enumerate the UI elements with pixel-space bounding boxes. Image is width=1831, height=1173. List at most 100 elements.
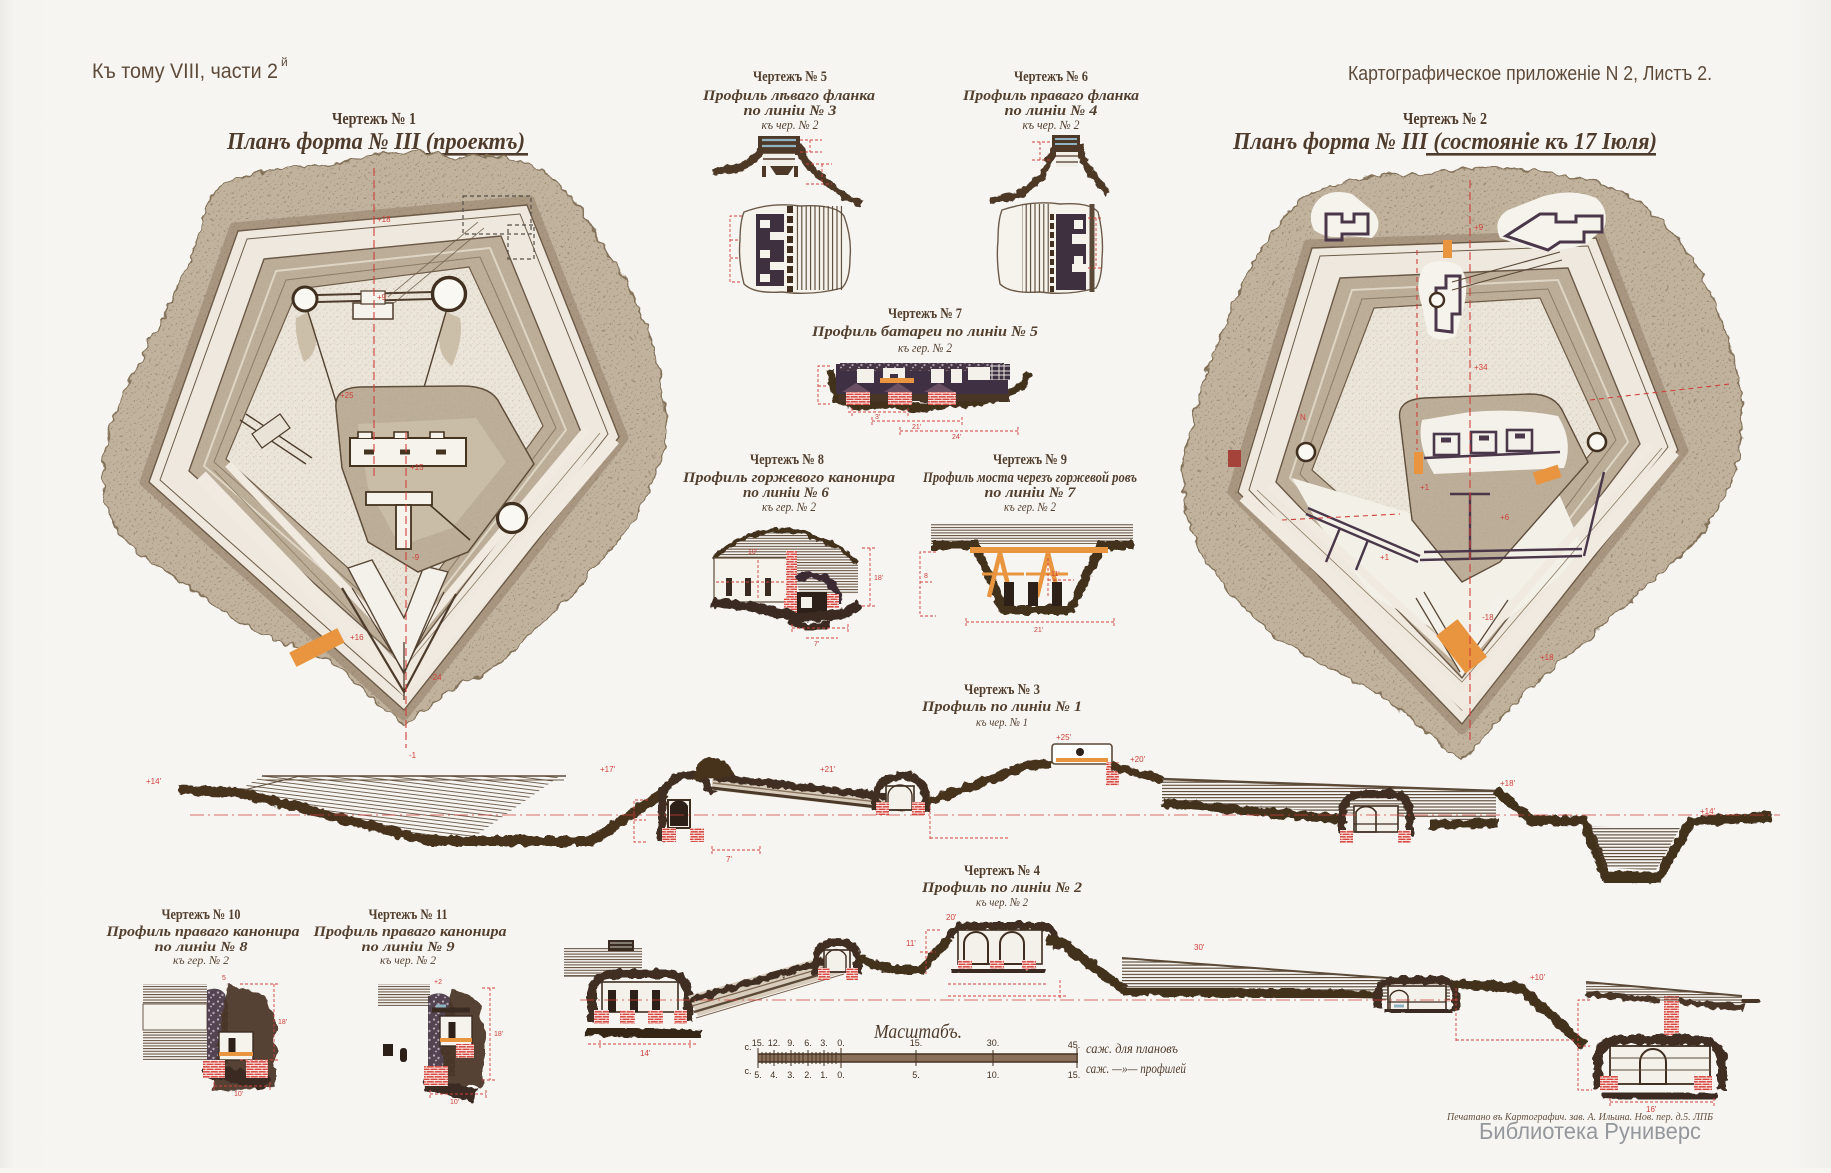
- svg-text:3.: 3.: [820, 1038, 828, 1048]
- svg-text:Профиль праваго канонира: Профиль праваго канонира: [312, 924, 506, 940]
- svg-text:Чертежъ № 8: Чертежъ № 8: [750, 452, 824, 468]
- svg-text:N: N: [1300, 413, 1306, 422]
- svg-text:Профиль по линіи № 1: Профиль по линіи № 1: [921, 699, 1082, 715]
- svg-text:+10': +10': [1530, 973, 1546, 982]
- svg-text:+2: +2: [434, 979, 442, 986]
- svg-text:18': 18': [494, 1031, 503, 1038]
- svg-text:къ чер. № 2: къ чер. № 2: [1023, 118, 1080, 132]
- svg-text:2.: 2.: [804, 1070, 812, 1080]
- svg-text:3': 3': [875, 414, 880, 421]
- svg-text:по линіи № 6: по линіи № 6: [743, 485, 830, 501]
- svg-text:5: 5: [222, 975, 226, 982]
- svg-text:Планъ форта № III (состояніе к: Планъ форта № III (состояніе къ 17 Іюля): [1232, 129, 1657, 155]
- svg-text:+9: +9: [1474, 223, 1484, 232]
- svg-text:саж. для плановъ: саж. для плановъ: [1086, 1042, 1178, 1057]
- svg-text:+14': +14': [1700, 807, 1716, 816]
- svg-text:16': 16': [1646, 1105, 1657, 1114]
- svg-text:Печатано въ Картографич. зав.: Печатано въ Картографич. зав. А. Ильина.…: [1446, 1112, 1713, 1123]
- svg-text:Профиль лѣваго фланка: Профиль лѣваго фланка: [702, 88, 876, 104]
- svg-text:къ чер. № 2: къ чер. № 2: [762, 118, 819, 132]
- svg-text:къ гер. № 2: къ гер. № 2: [173, 953, 229, 967]
- svg-text:+1: +1: [1380, 553, 1390, 562]
- svg-text:Чертежъ № 7: Чертежъ № 7: [888, 306, 962, 322]
- svg-text:15.: 15.: [910, 1038, 923, 1048]
- svg-text:Планъ форта № III (проектъ): Планъ форта № III (проектъ): [226, 129, 525, 155]
- svg-text:18': 18': [278, 1019, 287, 1026]
- svg-text:10': 10': [450, 1099, 459, 1106]
- svg-text:+25: +25: [340, 391, 354, 400]
- svg-text:Чертежъ № 11: Чертежъ № 11: [369, 907, 448, 923]
- svg-text:+21': +21': [820, 765, 836, 774]
- svg-text:по линіи № 4: по линіи № 4: [1005, 103, 1098, 119]
- svg-text:къ гер. № 2: къ гер. № 2: [762, 500, 816, 514]
- svg-text:30.: 30.: [987, 1038, 1000, 1048]
- svg-text:12.: 12.: [768, 1038, 781, 1048]
- svg-text:Чертежъ № 9: Чертежъ № 9: [993, 452, 1067, 468]
- svg-text:4.: 4.: [770, 1070, 778, 1080]
- svg-text:-24: -24: [430, 673, 442, 682]
- svg-text:5.: 5.: [754, 1070, 762, 1080]
- svg-text:къ чер. № 1: къ чер. № 1: [976, 715, 1028, 729]
- svg-text:Профиль праваго фланка: Профиль праваго фланка: [962, 88, 1140, 104]
- svg-text:Профиль батареи по линіи № 5: Профиль батареи по линіи № 5: [811, 324, 1039, 340]
- svg-text:по линіи № 3: по линіи № 3: [744, 103, 837, 119]
- svg-text:-9: -9: [412, 553, 420, 562]
- svg-text:Чертежъ № 1: Чертежъ № 1: [332, 109, 416, 128]
- svg-text:21': 21': [912, 424, 921, 431]
- svg-text:по линіи № 8: по линіи № 8: [155, 940, 248, 955]
- svg-text:+14': +14': [146, 777, 162, 786]
- svg-text:+17': +17': [600, 765, 616, 774]
- svg-text:10': 10': [748, 549, 757, 556]
- svg-text:+20': +20': [1130, 755, 1146, 764]
- svg-text:къ чер. № 2: къ чер. № 2: [976, 895, 1028, 909]
- svg-text:10': 10': [234, 1091, 243, 1098]
- svg-text:Масштабъ.: Масштабъ.: [873, 1021, 962, 1043]
- svg-text:14': 14': [640, 1049, 651, 1058]
- svg-text:11': 11': [1051, 571, 1060, 578]
- svg-text:Къ тому VIII, части 2: Къ тому VIII, части 2: [92, 60, 278, 83]
- svg-text:Чертежъ № 4: Чертежъ № 4: [964, 863, 1040, 879]
- svg-text:18': 18': [874, 575, 883, 582]
- svg-text:+9: +9: [377, 293, 387, 302]
- svg-text:21': 21': [1034, 627, 1043, 634]
- svg-text:24': 24': [952, 434, 961, 441]
- svg-text:по линіи № 9: по линіи № 9: [362, 940, 455, 955]
- svg-text:саж. —»— профилей: саж. —»— профилей: [1086, 1062, 1186, 1077]
- svg-text:11': 11': [906, 939, 916, 948]
- svg-text:6.: 6.: [804, 1038, 812, 1048]
- svg-text:10.: 10.: [987, 1070, 1000, 1080]
- svg-text:+15: +15: [410, 463, 424, 472]
- svg-text:по линіи № 7: по линіи № 7: [985, 485, 1077, 501]
- svg-text:20': 20': [946, 913, 957, 922]
- svg-text:15.: 15.: [1068, 1070, 1081, 1080]
- svg-text:с.: с.: [744, 1042, 751, 1052]
- svg-text:Чертежъ № 6: Чертежъ № 6: [1014, 69, 1088, 85]
- svg-text:15.: 15.: [752, 1038, 765, 1048]
- svg-text:30': 30': [1194, 943, 1205, 952]
- svg-text:Чертежъ № 2: Чертежъ № 2: [1403, 109, 1487, 128]
- svg-text:къ чер. № 2: къ чер. № 2: [380, 953, 436, 967]
- svg-text:Чертежъ № 10: Чертежъ № 10: [162, 907, 241, 923]
- svg-text:Чертежъ № 5: Чертежъ № 5: [753, 69, 827, 85]
- svg-text:Профиль моста черезъ горжевой: Профиль моста черезъ горжевой ровъ: [922, 470, 1137, 486]
- svg-text:Профиль праваго канонира: Профиль праваго канонира: [105, 924, 299, 940]
- svg-text:9.: 9.: [787, 1038, 795, 1048]
- svg-text:къ гер. № 2: къ гер. № 2: [898, 341, 952, 355]
- svg-text:Профиль по линіи № 2: Профиль по линіи № 2: [921, 880, 1082, 896]
- svg-text:45.: 45.: [1068, 1040, 1081, 1050]
- svg-text:0.: 0.: [837, 1038, 845, 1048]
- svg-text:+18': +18': [1500, 779, 1516, 788]
- svg-text:-18: -18: [1482, 613, 1494, 622]
- svg-text:й: й: [281, 55, 288, 69]
- svg-text:8: 8: [924, 573, 928, 580]
- svg-text:+18: +18: [377, 215, 391, 224]
- svg-text:3.: 3.: [787, 1070, 795, 1080]
- svg-text:+25': +25': [1056, 733, 1072, 742]
- svg-text:Библиотека Руниверс: Библиотека Руниверс: [1479, 1118, 1701, 1144]
- svg-text:+34: +34: [1474, 363, 1488, 372]
- svg-text:+1: +1: [1420, 483, 1430, 492]
- svg-text:7': 7': [814, 641, 819, 648]
- svg-text:+16: +16: [350, 633, 364, 642]
- svg-text:5.: 5.: [912, 1070, 920, 1080]
- svg-text:+18: +18: [1540, 653, 1554, 662]
